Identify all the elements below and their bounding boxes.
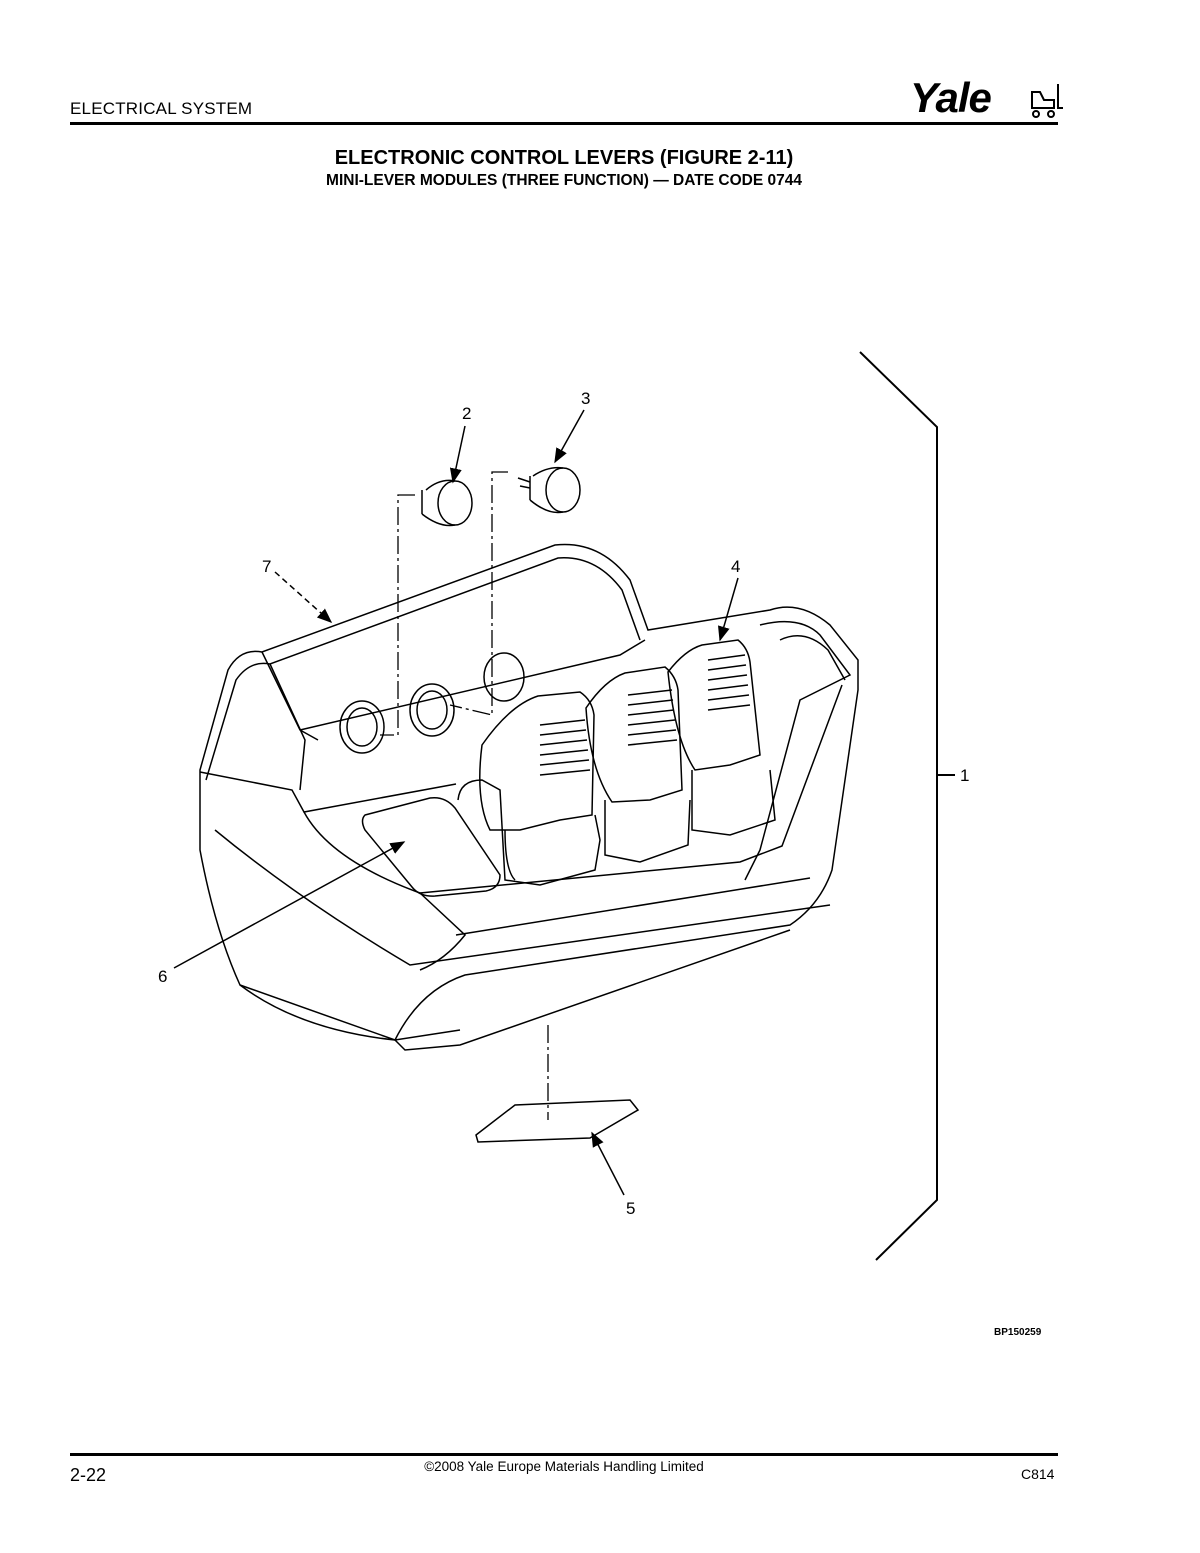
document-code: C814 — [1021, 1466, 1055, 1482]
armrest-pad — [361, 796, 501, 897]
callout-6: 6 — [158, 967, 167, 986]
callout-4: 4 — [731, 557, 740, 576]
control-console-housing — [199, 543, 859, 1051]
yale-logo-wordmark: Yale — [910, 74, 991, 121]
assembly-center-lines — [380, 471, 549, 1120]
data-label-plate — [475, 1099, 640, 1143]
leader-arrows — [173, 409, 739, 1196]
switch-cap — [421, 479, 473, 527]
switch-mount-holes — [339, 652, 525, 754]
mini-lever-left — [457, 691, 601, 886]
copyright-notice: ©2008 Yale Europe Materials Handling Lim… — [424, 1459, 704, 1474]
footer-rule — [70, 1453, 1058, 1456]
header-rule — [70, 122, 1058, 125]
callout-1: 1 — [960, 766, 969, 785]
callout-2: 2 — [462, 404, 471, 423]
callout-5: 5 — [626, 1199, 635, 1218]
assembly-bracket — [859, 351, 938, 1261]
push-button-switch — [517, 466, 581, 514]
mini-lever-middle — [585, 666, 691, 863]
callout-7: 7 — [262, 557, 271, 576]
section-title: ELECTRICAL SYSTEM — [70, 99, 253, 118]
page-number: 2-22 — [70, 1465, 107, 1485]
drawing-id: BP150259 — [994, 1327, 1042, 1338]
yale-logo: Yale — [910, 74, 1063, 121]
forklift-icon — [1031, 84, 1063, 118]
mini-lever-right — [667, 639, 776, 836]
figure-title: ELECTRONIC CONTROL LEVERS (FIGURE 2-11) — [334, 147, 794, 169]
figure-subtitle: MINI-LEVER MODULES (THREE FUNCTION) — DA… — [326, 172, 802, 189]
callout-3: 3 — [581, 389, 590, 408]
